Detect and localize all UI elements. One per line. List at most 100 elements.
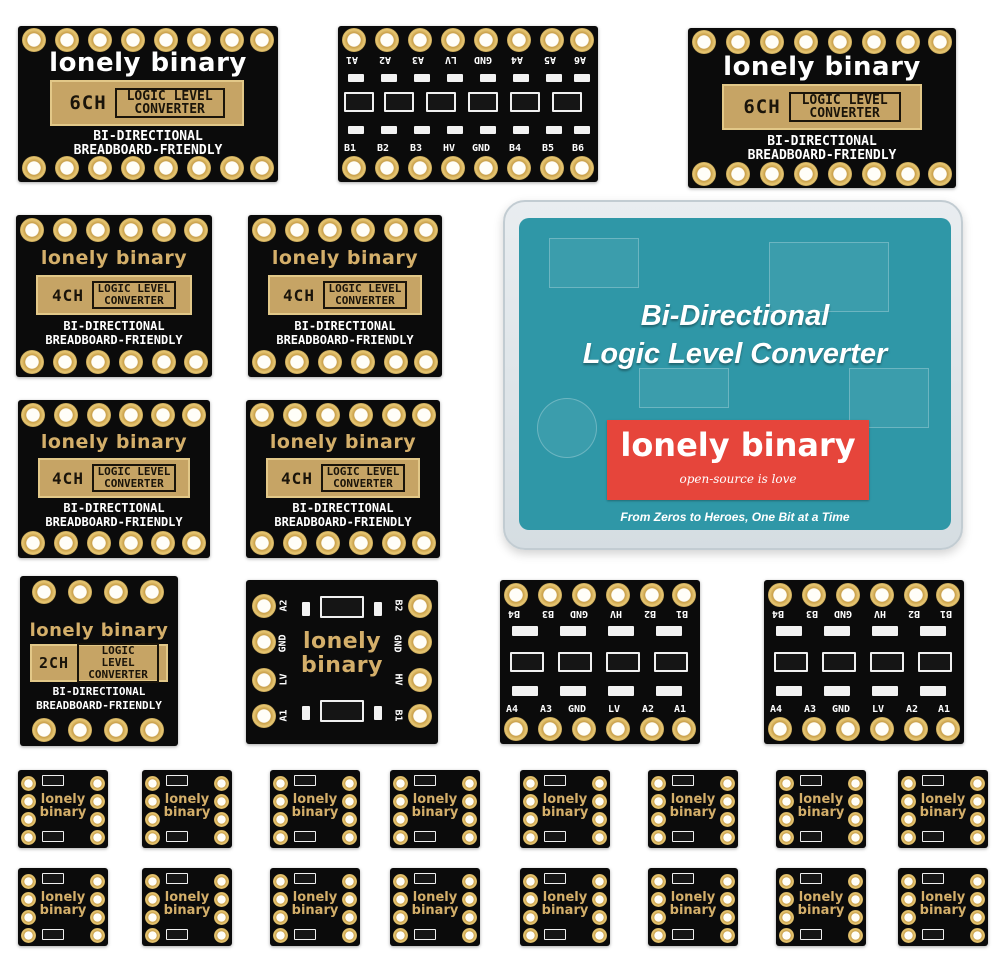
pin-label: B3 <box>806 608 819 619</box>
mini-brand-line2: binary <box>541 805 589 820</box>
board-4ch-back: B4 B3 GND HV B2 B1 A4 A3 GND LV A2 A1 <box>764 580 964 744</box>
case-label: Bi-Directional Logic Level Converter lon… <box>519 218 951 530</box>
breadboard-friendly-text: BREADBOARD-FRIENDLY <box>45 515 183 529</box>
pin-label: HV <box>610 608 623 619</box>
board-4ch-front: lonely binary 4CH LOGIC LEVEL CONVERTER … <box>248 215 442 377</box>
pin-label: A2 <box>278 599 290 612</box>
board-4ch-back: B4 B3 GND HV B2 B1 A4 A3 GND LV A2 A1 <box>500 580 700 744</box>
mini-brand-line1: lonely <box>798 792 844 807</box>
pin-label: A3 <box>540 704 553 715</box>
pin-label: A4 <box>770 704 783 715</box>
pin-label: A1 <box>346 54 359 65</box>
pin-label: A2 <box>906 704 919 715</box>
channel-label: 4CH LOGIC LEVEL CONVERTER <box>268 275 422 315</box>
brand-text: lonely binary <box>40 247 188 269</box>
brand-line1: lonely <box>302 629 382 654</box>
pin-label: B1 <box>940 608 953 619</box>
mini-brand-line1: lonely <box>798 890 844 905</box>
mini-brand-line2: binary <box>919 805 967 820</box>
brand-text: lonely binary <box>40 431 188 453</box>
mini-brand-line2: binary <box>39 903 87 918</box>
mini-brand-line2: binary <box>411 903 459 918</box>
pin-label: A4 <box>511 54 524 65</box>
pin-label: A6 <box>574 54 587 65</box>
mini-brand-line1: lonely <box>40 890 86 905</box>
breadboard-friendly-text: BREADBOARD-FRIENDLY <box>747 148 897 163</box>
pin-label: A3 <box>804 704 817 715</box>
mini-brand-line2: binary <box>797 903 845 918</box>
mini-brand-line2: binary <box>163 805 211 820</box>
pin-label: B3 <box>410 143 423 154</box>
board-4ch-front: lonely binary 4CH LOGIC LEVEL CONVERTER … <box>18 400 210 558</box>
mini-brand-line1: lonely <box>412 792 458 807</box>
pin-label: GND <box>474 54 493 65</box>
pin-label: B4 <box>509 143 522 154</box>
pin-label: LV <box>608 704 621 715</box>
breadboard-friendly-text: BREADBOARD-FRIENDLY <box>276 333 414 347</box>
mini-brand-line1: lonely <box>40 792 86 807</box>
pin-label: A2 <box>642 704 655 715</box>
brand-text: lonely binary <box>49 48 247 78</box>
board-4ch-front: lonely binary 4CH LOGIC LEVEL CONVERTER … <box>16 215 212 377</box>
case-logo-block: lonely binary open-source is love <box>607 420 869 500</box>
mini-brand-line1: lonely <box>920 890 966 905</box>
pin-label: B3 <box>542 608 555 619</box>
pin-label: B1 <box>344 143 357 154</box>
channel-label: 2CH LOGIC LEVEL CONVERTER <box>30 643 168 683</box>
pin-label: B2 <box>377 143 390 154</box>
breadboard-friendly-text: BREADBOARD-FRIENDLY <box>45 333 183 347</box>
pin-label: B1 <box>676 608 689 619</box>
pin-label: HV <box>874 608 887 619</box>
pin-label: A1 <box>938 704 951 715</box>
breadboard-friendly-text: BREADBOARD-FRIENDLY <box>73 143 223 158</box>
channel-label: 6CH LOGIC LEVEL CONVERTER <box>722 84 922 130</box>
pin-label: B4 <box>508 608 521 619</box>
pin-label: GND <box>568 704 587 715</box>
case-tagline: From Zeros to Heroes, One Bit at a Time <box>620 510 850 524</box>
mini-brand-line2: binary <box>291 903 339 918</box>
mini-brand-line2: binary <box>291 805 339 820</box>
pin-label: HV <box>443 143 456 154</box>
breadboard-friendly-text: BREADBOARD-FRIENDLY <box>274 515 412 529</box>
pin-label: A1 <box>278 709 290 722</box>
pin-label: A1 <box>674 704 687 715</box>
bi-directional-text: BI-DIRECTIONAL <box>63 319 165 333</box>
mini-brand-line1: lonely <box>670 890 716 905</box>
pin-label: B2 <box>392 599 404 612</box>
pin-label: A3 <box>412 54 425 65</box>
mini-brand-line1: lonely <box>542 792 588 807</box>
mini-brand-line2: binary <box>541 903 589 918</box>
mini-brand-line1: lonely <box>542 890 588 905</box>
bi-directional-text: BI-DIRECTIONAL <box>767 134 877 149</box>
board-2ch-front: lonely binary 2CH LOGIC LEVEL CONVERTER … <box>20 576 178 746</box>
board-6ch-front-right: lonely binary 6CH LOGIC LEVEL CONVERTER … <box>688 28 956 188</box>
case-title-line1: Bi-Directional <box>640 300 830 332</box>
mini-brand-line2: binary <box>163 903 211 918</box>
breadboard-friendly-text: BREADBOARD-FRIENDLY <box>36 699 162 712</box>
pin-label: LV <box>872 704 885 715</box>
pin-label: B2 <box>644 608 657 619</box>
mini-brand-line2: binary <box>39 805 87 820</box>
mini-brand-line2: binary <box>669 903 717 918</box>
pin-label: GND <box>570 608 589 619</box>
case-title-line2: Logic Level Converter <box>582 338 888 370</box>
bi-directional-text: BI-DIRECTIONAL <box>294 319 396 333</box>
board-4ch-front: lonely binary 4CH LOGIC LEVEL CONVERTER … <box>246 400 440 558</box>
channel-label: 4CH LOGIC LEVEL CONVERTER <box>36 275 192 315</box>
pin-label: B4 <box>772 608 785 619</box>
pin-label: B6 <box>572 143 585 154</box>
bi-directional-text: BI-DIRECTIONAL <box>292 501 394 515</box>
pin-label: B5 <box>542 143 555 154</box>
